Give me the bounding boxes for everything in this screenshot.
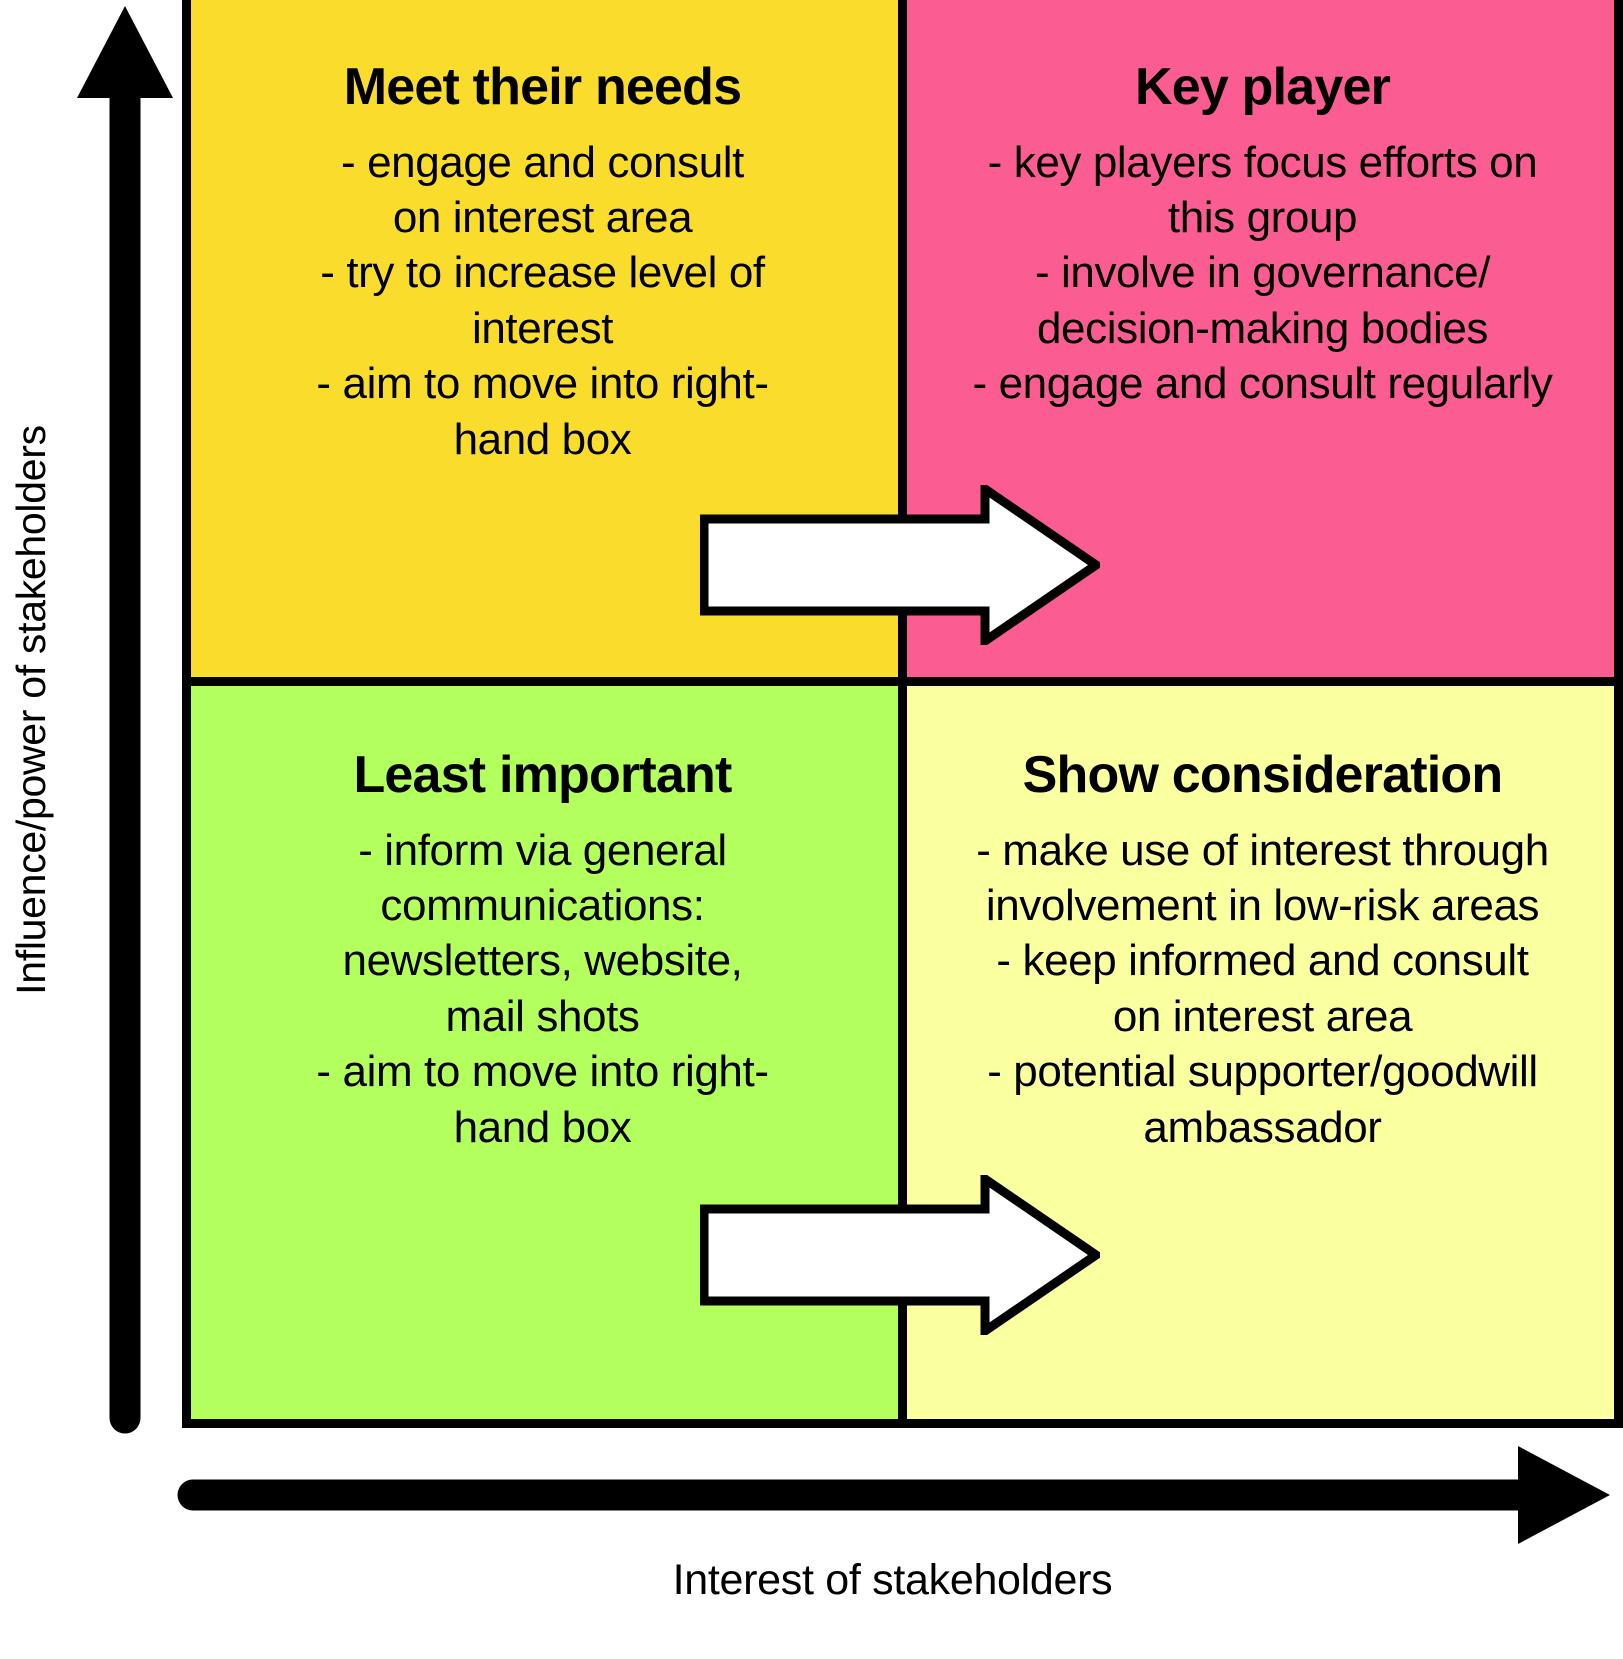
quadrant-bullets-meet-their-needs: - engage and consult on interest area - … — [221, 135, 864, 468]
bullet-line: ambassador — [1143, 1102, 1382, 1152]
quadrant-title-meet-their-needs: Meet their needs — [343, 58, 742, 116]
bullet-line: - engage and consult — [341, 137, 744, 187]
y-axis-arrow — [77, 6, 173, 1434]
bullet-line: hand box — [453, 414, 632, 464]
quadrant-bullets-show-consideration: - make use of interest through involveme… — [929, 823, 1596, 1156]
bullet-line: - aim to move into right- — [316, 359, 769, 409]
quadrant-title-show-consideration: Show consideration — [1022, 746, 1503, 804]
bullet-line: - keep informed and consult — [996, 936, 1529, 986]
bullet-line: on interest area — [1112, 991, 1413, 1041]
bullet-line: - try to increase level of — [320, 248, 765, 298]
quadrant-title-key-player: Key player — [1134, 58, 1391, 116]
quadrant-show-consideration[interactable]: Show consideration - make use of interes… — [907, 686, 1614, 1419]
bullet-line: hand box — [453, 1102, 632, 1152]
bullet-line: - make use of interest through — [976, 825, 1549, 875]
bullet-line: - engage and consult regularly — [972, 359, 1553, 409]
y-axis-label: Influence/power of stakeholders — [8, 425, 54, 995]
quadrant-title-least-important: Least important — [353, 746, 732, 804]
bullet-line: newsletters, website, — [342, 936, 743, 986]
bullet-line: communications: — [380, 881, 705, 931]
quadrant-bullets-least-important: - inform via general communications: new… — [221, 823, 864, 1156]
quadrant-meet-their-needs[interactable]: Meet their needs - engage and consult on… — [191, 0, 898, 677]
bullet-line: - potential supporter/goodwill — [987, 1047, 1538, 1097]
bullet-line: interest — [471, 303, 614, 353]
bullet-line: on interest area — [392, 193, 693, 243]
quadrant-least-important[interactable]: Least important - inform via general com… — [191, 686, 898, 1419]
matrix-grid: Meet their needs - engage and consult on… — [182, 0, 1623, 1428]
quadrant-bullets-key-player: - key players focus efforts on this grou… — [927, 135, 1598, 412]
bullet-line: decision-making bodies — [1036, 303, 1488, 353]
bullet-line: - inform via general — [358, 825, 727, 875]
x-axis-label: Interest of stakeholders — [672, 1556, 1113, 1604]
bullet-line: - key players focus efforts on — [987, 137, 1538, 187]
bullet-line: this group — [1167, 193, 1358, 243]
bullet-line: involvement in low-risk areas — [985, 881, 1540, 931]
quadrant-key-player[interactable]: Key player - key players focus efforts o… — [907, 0, 1614, 677]
x-axis-arrow — [177, 1446, 1610, 1544]
bullet-line: mail shots — [445, 991, 640, 1041]
bullet-line: - aim to move into right- — [316, 1047, 769, 1097]
bullet-line: - involve in governance/ — [1034, 248, 1491, 298]
